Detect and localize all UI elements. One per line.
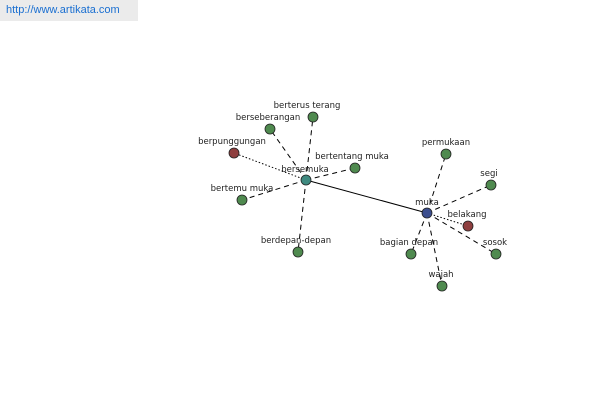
- edge-bersemuka-berseberangan: [269, 128, 307, 181]
- edge-muka-sosok: [426, 212, 497, 255]
- node-label-belakang[interactable]: belakang: [448, 210, 487, 220]
- node-label-muka[interactable]: muka: [415, 198, 439, 208]
- node-label-bagian-depan[interactable]: bagian depan: [380, 238, 438, 248]
- node-label-sosok[interactable]: sosok: [483, 238, 507, 248]
- node-bersemuka[interactable]: [300, 174, 312, 186]
- edge-muka-segi: [426, 184, 492, 214]
- node-label-berterus-terang[interactable]: berterus terang: [274, 101, 341, 111]
- node-sosok[interactable]: [490, 248, 502, 260]
- edge-muka-bagian-depan: [410, 212, 428, 255]
- node-berdepan-depan[interactable]: [292, 246, 304, 258]
- node-label-berpunggungan[interactable]: berpunggungan: [198, 137, 266, 147]
- node-label-berseberangan[interactable]: berseberangan: [236, 113, 301, 123]
- node-wajah[interactable]: [436, 280, 448, 292]
- node-label-wajah[interactable]: wajah: [428, 270, 453, 280]
- graph-labels: muka bersemuka berterus terang berseberanga…: [198, 101, 507, 280]
- graph-edges: [233, 116, 497, 287]
- edge-bersemuka-berpunggungan: [233, 152, 307, 181]
- node-berseberangan[interactable]: [264, 123, 276, 135]
- node-label-bertentang-muka[interactable]: bertentang muka: [315, 152, 389, 162]
- node-label-bertemu-muka[interactable]: bertemu muka: [211, 184, 274, 194]
- node-bertemu-muka[interactable]: [236, 194, 248, 206]
- node-berpunggungan[interactable]: [228, 147, 240, 159]
- node-berterus-terang[interactable]: [307, 111, 319, 123]
- edge-bersemuka-bertemu-muka: [241, 179, 307, 201]
- node-bertentang-muka[interactable]: [349, 162, 361, 174]
- node-segi[interactable]: [485, 179, 497, 191]
- url-text[interactable]: http://www.artikata.com: [6, 4, 120, 16]
- graph-nodes: [228, 111, 502, 292]
- edge-muka-wajah: [426, 212, 443, 287]
- edge-muka-permukaan: [426, 153, 447, 214]
- edge-bersemuka-berterus-terang: [305, 116, 314, 181]
- edge-bersemuka-muka: [305, 179, 428, 214]
- node-belakang[interactable]: [462, 220, 474, 232]
- node-bagian-depan[interactable]: [405, 248, 417, 260]
- node-label-segi[interactable]: segi: [480, 169, 497, 179]
- node-label-permukaan[interactable]: permukaan: [422, 138, 470, 148]
- edge-bersemuka-berdepan-depan: [297, 179, 307, 253]
- node-label-berdepan-depan[interactable]: berdepan-depan: [261, 236, 331, 246]
- node-permukaan[interactable]: [440, 148, 452, 160]
- node-muka[interactable]: [421, 207, 433, 219]
- url-banner: http://www.artikata.com: [0, 0, 138, 21]
- edge-muka-belakang: [426, 212, 469, 227]
- node-label-bersemuka[interactable]: bersemuka: [281, 165, 328, 175]
